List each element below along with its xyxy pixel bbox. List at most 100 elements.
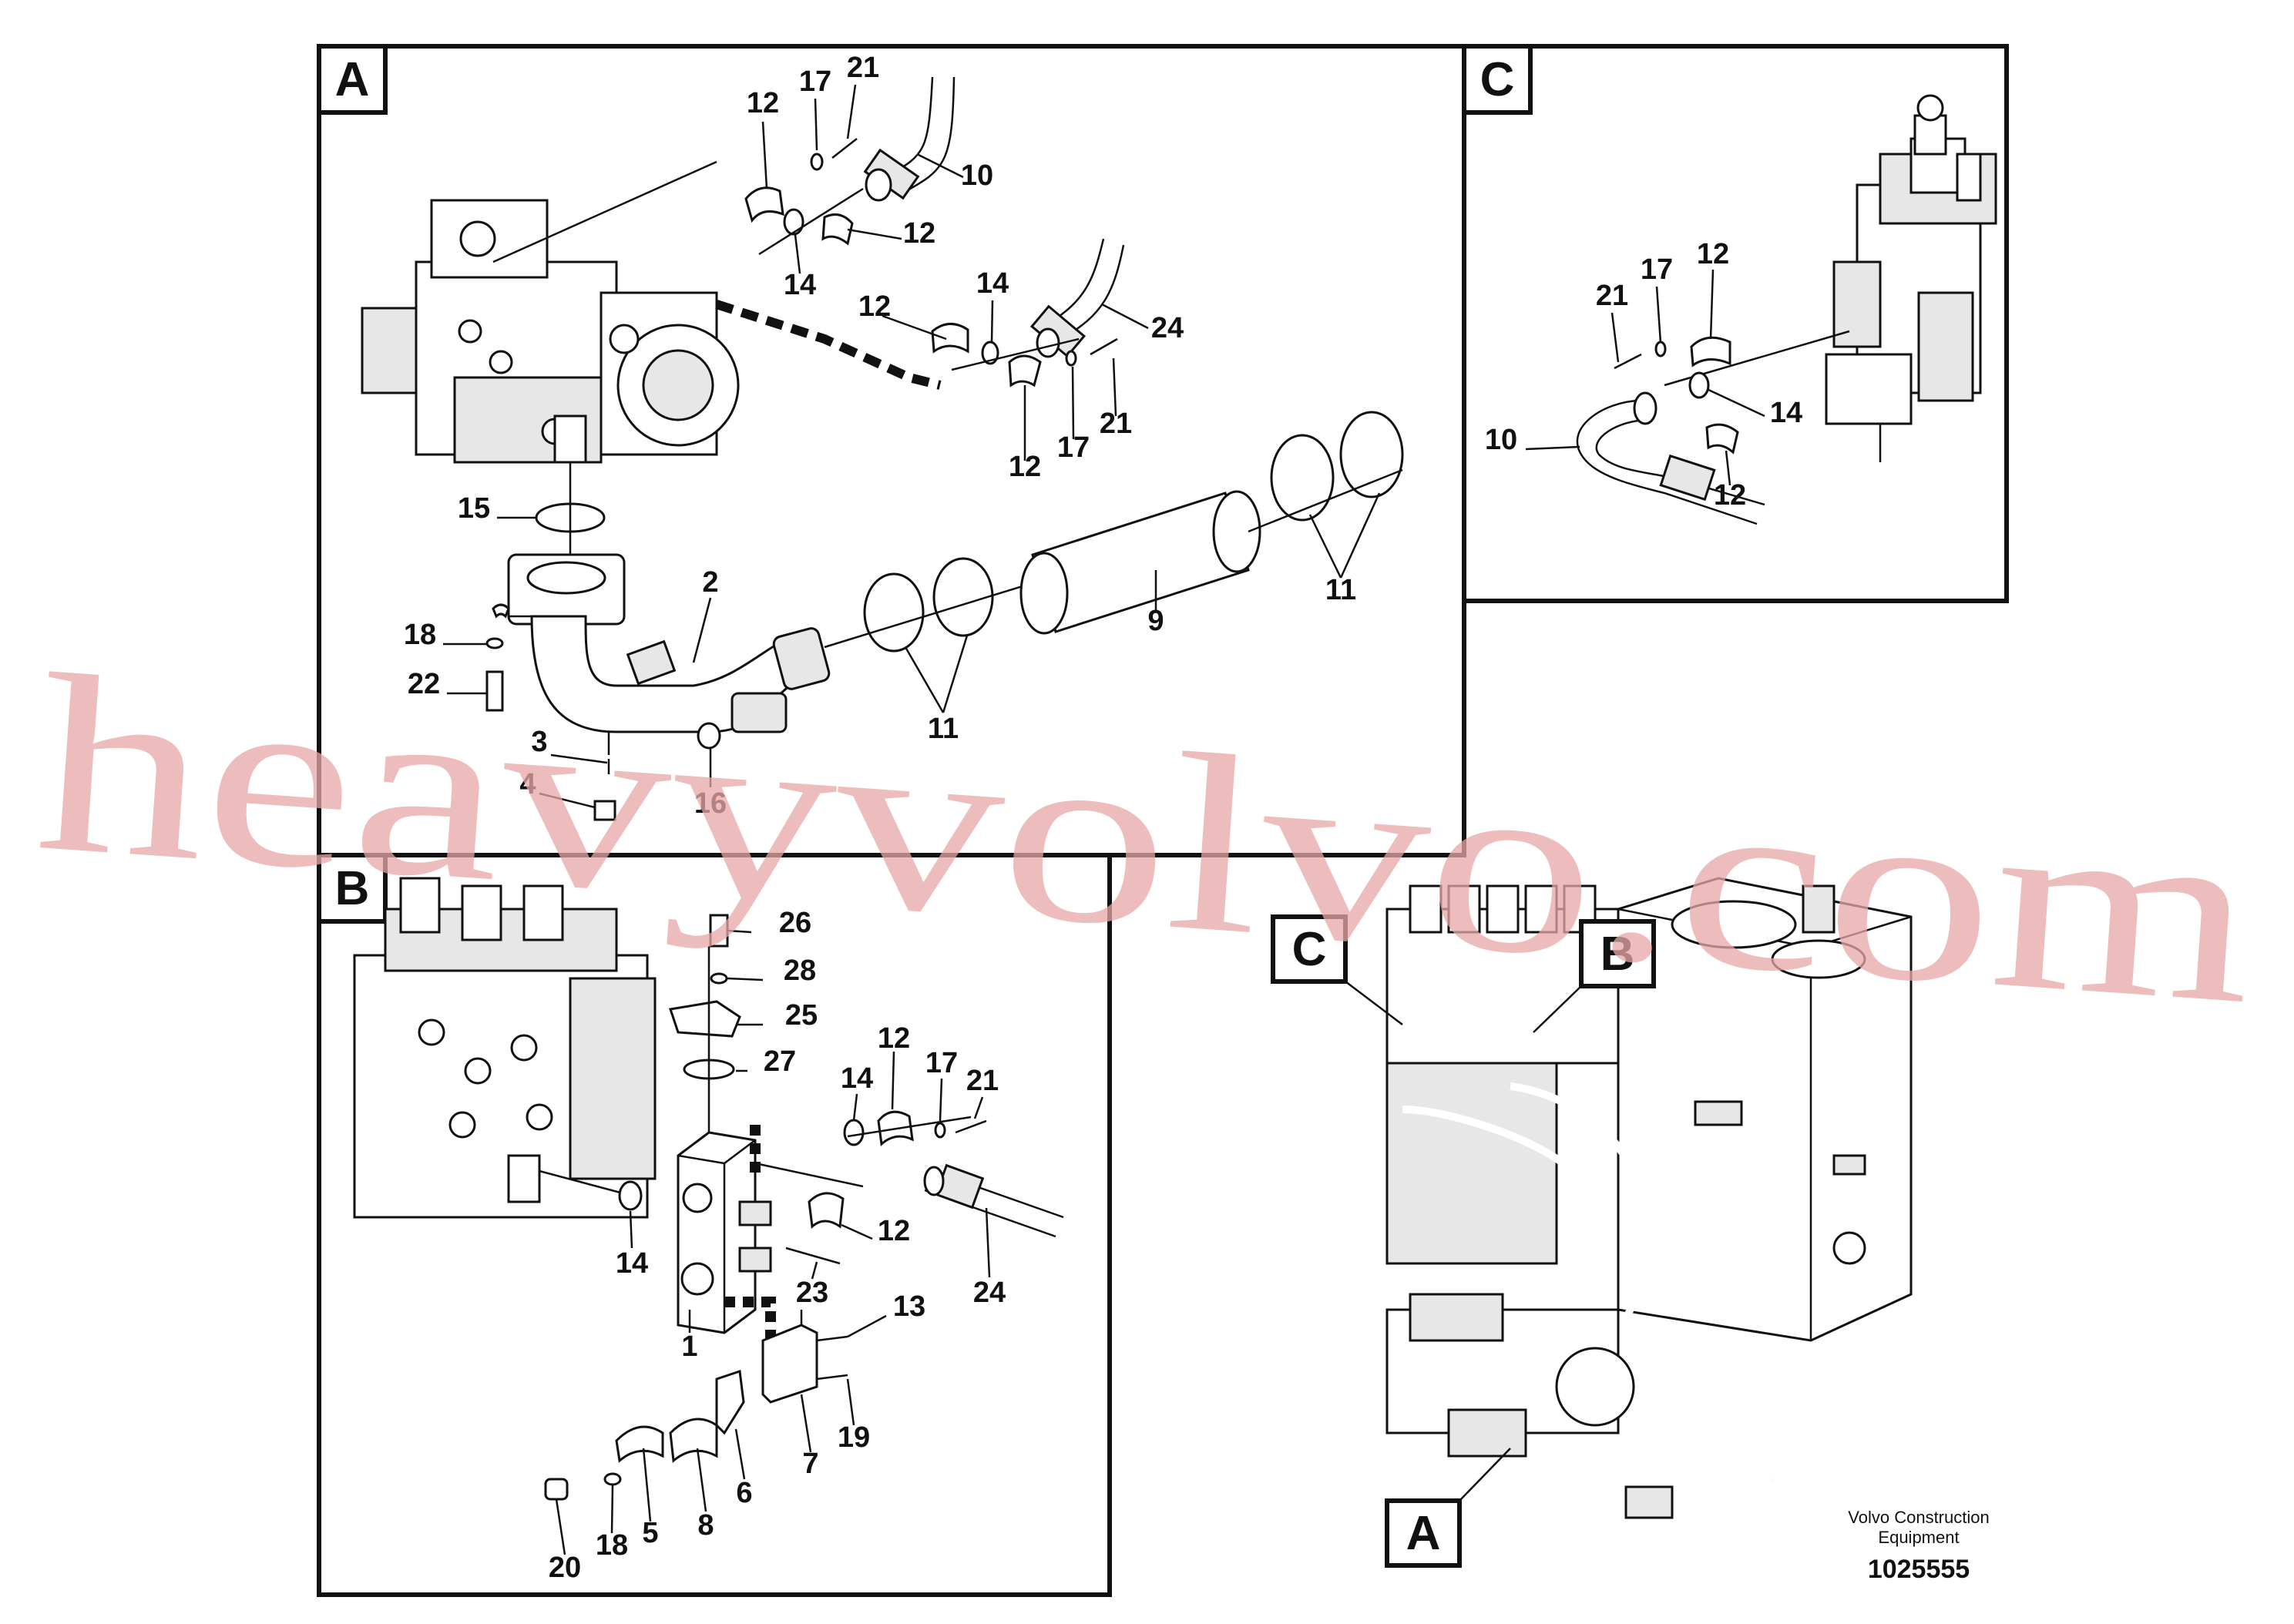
- document-number: 1025555: [1868, 1555, 1970, 1584]
- callout-number: 23: [796, 1277, 828, 1309]
- callout-number: 12: [903, 217, 935, 250]
- callout-number: 17: [799, 65, 831, 98]
- callout-number: 12: [878, 1215, 910, 1247]
- callout-number: 10: [961, 159, 993, 192]
- panel-c-leaders: [1525, 269, 1765, 486]
- bracket-6: [715, 1369, 745, 1435]
- callout-number: 21: [1596, 280, 1628, 312]
- callout-number: 16: [694, 787, 727, 820]
- callout-number: 24: [973, 1277, 1006, 1309]
- panel-b-label: B: [317, 853, 388, 924]
- callout-number: 18: [596, 1529, 628, 1562]
- panel-b-frame: [317, 853, 1112, 1597]
- callout-number: 24: [1151, 312, 1184, 344]
- callout-number: 22: [408, 668, 440, 700]
- hose-10: [863, 76, 956, 202]
- callout-number: 2: [702, 566, 718, 599]
- callout-number: 12: [878, 1022, 910, 1055]
- svg-text:B: B: [1600, 928, 1635, 981]
- overview-callout-b: B: [1533, 919, 1656, 1033]
- hose-24-b: [923, 1163, 1064, 1238]
- callout-number: 20: [549, 1552, 581, 1584]
- clamp-8: [669, 1418, 718, 1463]
- callout-number: 5: [642, 1517, 658, 1549]
- callout-number: 18: [404, 619, 436, 651]
- hose-24: [1029, 238, 1125, 358]
- callout-number: 8: [697, 1509, 714, 1542]
- panel-a-label: A: [317, 44, 388, 115]
- clamp-5: [615, 1425, 664, 1463]
- callout-number: 28: [784, 955, 816, 987]
- callout-number: 6: [736, 1477, 752, 1509]
- callout-number: 14: [1770, 397, 1802, 429]
- callout-number: 12: [1697, 238, 1729, 270]
- footer-company-line2: Equipment: [1878, 1528, 1959, 1547]
- overview-callout-c: C: [1271, 914, 1403, 1025]
- callout-number: 12: [1009, 451, 1041, 483]
- callout-number: 25: [785, 999, 818, 1032]
- pump-overview: [1385, 1293, 1635, 1458]
- washer-28: [710, 972, 728, 985]
- panel-b-drawing: [353, 877, 1064, 1555]
- svg-text:C: C: [1292, 923, 1327, 976]
- bracket-7: [761, 1310, 818, 1404]
- panel-b-leaders: [555, 929, 991, 1555]
- callout-number: 13: [893, 1290, 925, 1323]
- callout-number: 11: [1325, 574, 1356, 606]
- callout-number: 21: [847, 52, 879, 84]
- callout-number: 7: [802, 1448, 818, 1480]
- svg-text:A: A: [335, 53, 370, 106]
- callout-number: 11: [928, 713, 959, 745]
- callout-number: 27: [764, 1045, 796, 1078]
- callout-number: 19: [838, 1421, 870, 1454]
- overview-callout-a: A: [1385, 1448, 1511, 1568]
- hose-clamp-11: [1270, 434, 1335, 522]
- callout-number: 14: [841, 1062, 873, 1095]
- svg-text:C: C: [1480, 53, 1515, 106]
- panel-c-frame: [1462, 44, 2009, 603]
- callout-number: 17: [925, 1047, 958, 1079]
- suction-pipe-2: [507, 553, 831, 755]
- main-control-valve: [353, 877, 657, 1219]
- hose-clamp-11: [932, 557, 994, 637]
- callout-number: 26: [779, 907, 811, 939]
- panel-a-leaders: [443, 84, 1381, 809]
- svg-text:B: B: [335, 862, 370, 915]
- callout-number: 17: [1057, 431, 1090, 464]
- callout-number: 14: [784, 269, 816, 301]
- o-ring-14: [783, 208, 804, 236]
- clamp-half-12: [744, 186, 784, 223]
- control-valve: [1825, 94, 1997, 462]
- flange-25: [669, 1000, 741, 1038]
- callout-number: 4: [519, 768, 536, 800]
- valve-block-1: [677, 1131, 772, 1334]
- footer-company-line1: Volvo Construction: [1848, 1508, 1989, 1527]
- callout-number: 17: [1641, 253, 1673, 286]
- washer-17: [810, 153, 824, 171]
- machine-overview: C B A: [1271, 877, 1913, 1568]
- footer: Volvo Construction Equipment 1025555: [1848, 1508, 1989, 1584]
- callout-number: 3: [531, 726, 547, 758]
- panel-a-drawing: [361, 76, 1404, 821]
- hose-10-c: [1576, 391, 1765, 525]
- callout-number: 14: [616, 1247, 648, 1280]
- hose-clamp-11: [1339, 411, 1404, 498]
- callout-number: 12: [1714, 479, 1746, 512]
- callout-number: 12: [747, 87, 779, 119]
- callout-number: 21: [966, 1065, 999, 1097]
- callout-number: 21: [1100, 408, 1132, 440]
- panel-c-callout-numbers: 12 17 21 14 10 12: [1485, 238, 1802, 512]
- callout-number: 15: [458, 492, 490, 525]
- hydraulic-tank: [1617, 877, 1913, 1342]
- callout-number: 1: [681, 1330, 697, 1363]
- svg-text:A: A: [1406, 1507, 1441, 1560]
- hydraulic-pump: [361, 160, 740, 493]
- callout-number: 12: [858, 290, 891, 323]
- callout-number: 14: [976, 267, 1009, 300]
- callout-number: 10: [1485, 424, 1517, 456]
- hose-clamp-11: [863, 572, 925, 653]
